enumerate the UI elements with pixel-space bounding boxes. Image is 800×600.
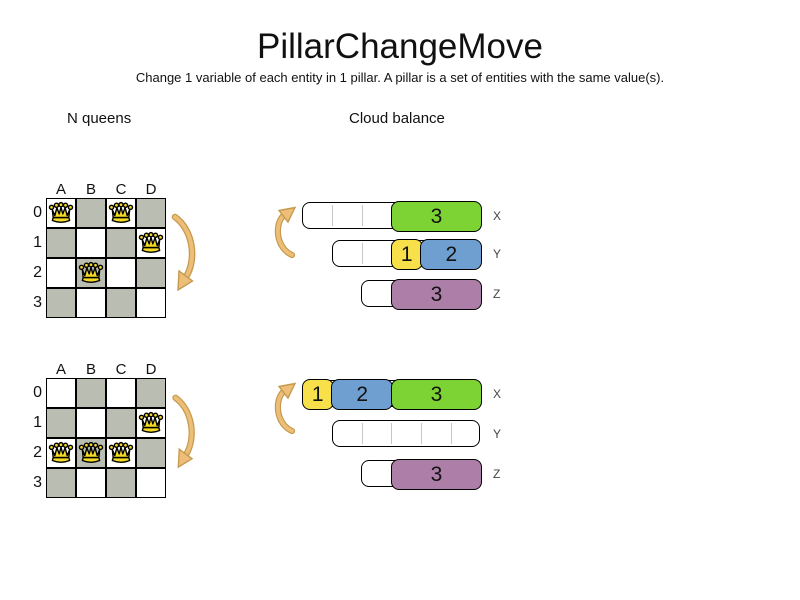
computer-bar-y: Y bbox=[331, 420, 501, 447]
row-label: 0 bbox=[33, 384, 42, 401]
move-up-arrow-cloud-after bbox=[274, 382, 297, 435]
board-cell bbox=[106, 378, 136, 408]
board-cell bbox=[106, 468, 136, 498]
process-block-3: 3 bbox=[390, 201, 483, 232]
board-cell bbox=[106, 408, 136, 438]
nqueens-board-before: A B C D 0 1 2 3 bbox=[33, 181, 166, 318]
queen-icon bbox=[48, 201, 74, 223]
column-header: D bbox=[145, 181, 157, 198]
move-down-arrow-board-before bbox=[171, 213, 196, 292]
board-cell bbox=[136, 468, 166, 498]
board-cell bbox=[76, 198, 106, 228]
queen-icon bbox=[138, 231, 164, 253]
board-cell bbox=[76, 468, 106, 498]
board-cell bbox=[46, 438, 76, 468]
move-up-arrow-cloud-before bbox=[274, 206, 297, 259]
page-title: PillarChangeMove bbox=[257, 27, 543, 66]
page-subtitle: Change 1 variable of each entity in 1 pi… bbox=[135, 70, 665, 85]
capacity-divider bbox=[391, 423, 393, 444]
process-block-2: 2 bbox=[420, 239, 483, 270]
board-cell bbox=[76, 258, 106, 288]
column-header: A bbox=[55, 181, 66, 198]
board-cell bbox=[76, 288, 106, 318]
queen-icon bbox=[108, 441, 134, 463]
board-cell bbox=[46, 378, 76, 408]
board-cell bbox=[136, 228, 166, 258]
nqueens-section-label: N queens bbox=[67, 110, 132, 127]
board-cell bbox=[136, 438, 166, 468]
board-cell bbox=[106, 438, 136, 468]
board-cell bbox=[136, 258, 166, 288]
computer-label: X bbox=[492, 386, 501, 401]
board-cell bbox=[136, 378, 166, 408]
board-cell bbox=[46, 408, 76, 438]
board-cell bbox=[46, 228, 76, 258]
process-block-2: 2 bbox=[331, 379, 394, 410]
process-block-3: 3 bbox=[390, 279, 483, 310]
board-cell bbox=[136, 198, 166, 228]
row-label: 2 bbox=[33, 264, 42, 281]
row-label: 1 bbox=[33, 234, 42, 251]
capacity-divider bbox=[361, 423, 363, 444]
board-cell bbox=[76, 408, 106, 438]
computer-label: Y bbox=[493, 246, 502, 261]
board-cell bbox=[106, 288, 136, 318]
cloud-section-label: Cloud balance bbox=[349, 110, 445, 127]
queen-icon bbox=[78, 261, 104, 283]
column-header: D bbox=[145, 361, 157, 378]
computer-label: Z bbox=[492, 286, 501, 301]
column-header: C bbox=[115, 181, 127, 198]
capacity-divider bbox=[450, 423, 452, 444]
process-block-3: 3 bbox=[390, 459, 483, 490]
queen-icon bbox=[48, 441, 74, 463]
row-label: 0 bbox=[33, 204, 42, 221]
process-block-1: 1 bbox=[301, 379, 334, 410]
column-header: B bbox=[85, 361, 96, 378]
computer-label: Z bbox=[492, 466, 501, 481]
process-block-3: 3 bbox=[390, 379, 483, 410]
process-block-1: 1 bbox=[390, 239, 423, 270]
board-cell bbox=[106, 258, 136, 288]
column-header: A bbox=[55, 361, 66, 378]
queen-icon bbox=[138, 411, 164, 433]
capacity-divider bbox=[361, 205, 363, 226]
capacity-divider bbox=[361, 243, 363, 264]
column-header: C bbox=[115, 361, 127, 378]
nqueens-board-after: A B C D 0 1 2 3 bbox=[33, 361, 166, 498]
board-cell bbox=[46, 288, 76, 318]
move-down-arrow-board-after bbox=[172, 394, 195, 469]
row-label: 3 bbox=[33, 474, 42, 491]
board-cell bbox=[136, 288, 166, 318]
queen-icon bbox=[78, 441, 104, 463]
board-cell bbox=[46, 198, 76, 228]
capacity-divider bbox=[421, 423, 423, 444]
board-cell bbox=[46, 258, 76, 288]
board-cell bbox=[76, 438, 106, 468]
board-cell bbox=[76, 378, 106, 408]
board-cell bbox=[136, 408, 166, 438]
board-cell bbox=[76, 228, 106, 258]
capacity-divider bbox=[331, 205, 333, 226]
queen-icon bbox=[108, 201, 134, 223]
computer-label: Y bbox=[493, 426, 502, 441]
row-label: 3 bbox=[33, 294, 42, 311]
column-header: B bbox=[85, 181, 96, 198]
computer-label: X bbox=[492, 208, 501, 223]
row-label: 1 bbox=[33, 414, 42, 431]
board-cell bbox=[46, 468, 76, 498]
board-cell bbox=[106, 198, 136, 228]
board-cell bbox=[106, 228, 136, 258]
row-label: 2 bbox=[33, 444, 42, 461]
